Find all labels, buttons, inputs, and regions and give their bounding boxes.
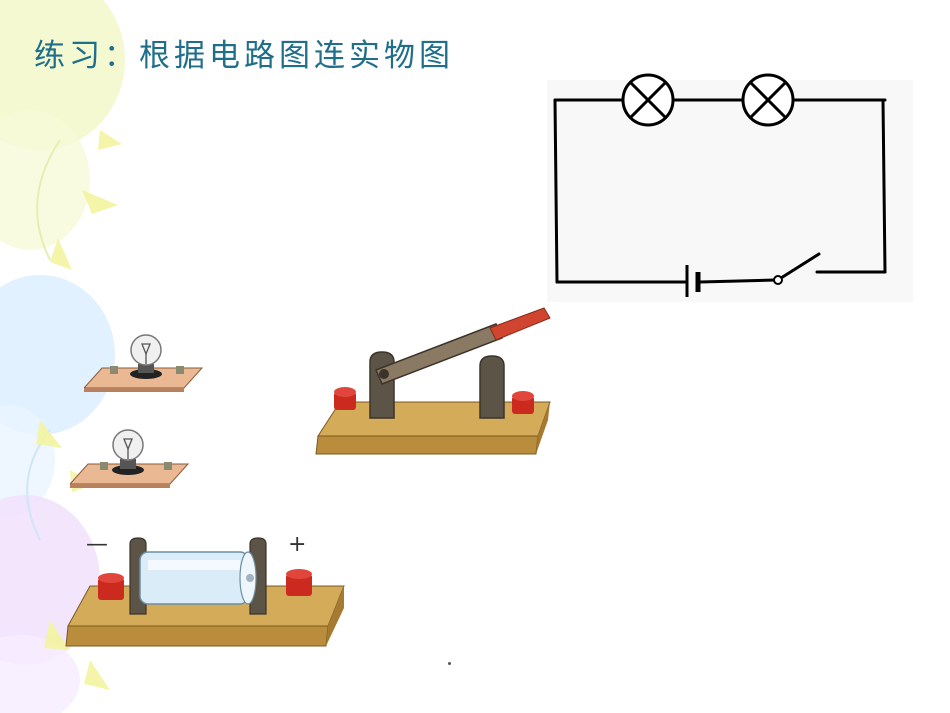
balloon-background-icon [0, 0, 125, 713]
battery-positive-sign: + [288, 532, 307, 557]
light-bulb-board-a [84, 334, 204, 392]
knife-switch [315, 307, 551, 455]
page-title: 练习：根据电路图连实物图 [34, 38, 454, 74]
battery-symbol-icon [685, 265, 701, 297]
circuit-diagram [547, 73, 913, 302]
light-bulb-board-b [70, 429, 190, 488]
slide-marker-dot [448, 662, 451, 665]
battery-negative-sign: — [86, 532, 108, 557]
battery-board [65, 537, 345, 647]
switch-symbol-icon [773, 275, 783, 285]
lamp-symbol-icon [621, 73, 675, 127]
lamp-symbol-icon [741, 73, 795, 127]
